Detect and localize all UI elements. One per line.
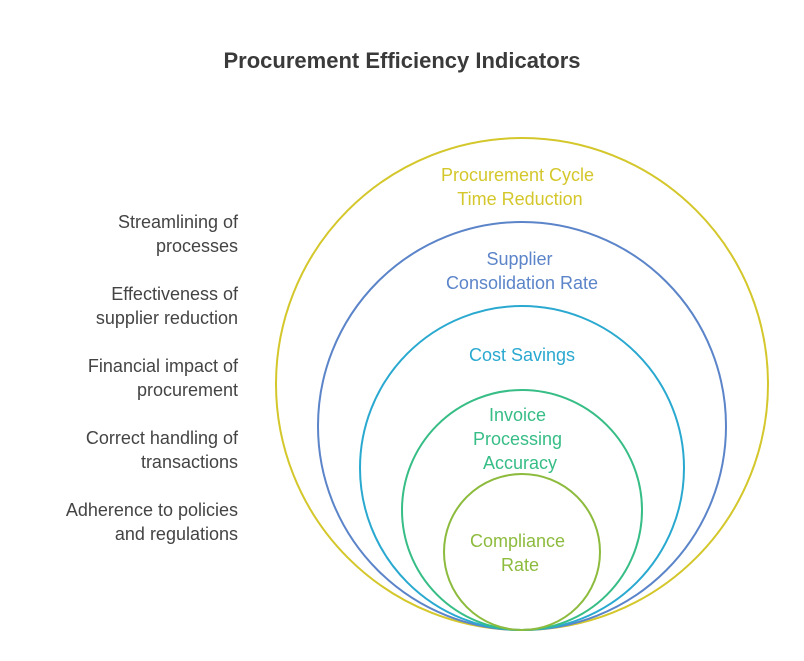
circle-label-line: Compliance bbox=[470, 531, 565, 551]
description-cost-savings: Financial impact of procurement bbox=[8, 354, 238, 402]
circle-label-line: Consolidation Rate bbox=[446, 273, 598, 293]
circle-label-line: Accuracy bbox=[483, 453, 557, 473]
description-line: transactions bbox=[140, 452, 238, 472]
svg-text:Supplier Consolidation R: Supplier Consolidation Rate bbox=[446, 249, 598, 293]
svg-text:Invoice Processing: Invoice Processing Accuracy bbox=[473, 405, 567, 473]
description-supplier-consolidation: Effectiveness of supplier reduction bbox=[8, 282, 238, 330]
svg-text:Compliance Rate: Compliance Rate bbox=[470, 531, 570, 575]
description-line: Adherence to policies bbox=[65, 500, 238, 520]
description-line: procurement bbox=[136, 380, 238, 400]
circle-cycle-time: Procurement Cycle Time Reduction bbox=[275, 137, 769, 631]
description-line: Correct handling of bbox=[85, 428, 238, 448]
description-line: Financial impact of bbox=[87, 356, 238, 376]
circle-label-line: Cost Savings bbox=[469, 345, 575, 365]
description-invoice-accuracy: Correct handling of transactions bbox=[8, 426, 238, 474]
circle-label-line: Procurement Cycle bbox=[441, 165, 594, 185]
description-line: Streamlining of bbox=[117, 212, 238, 232]
circle-label-line: Supplier bbox=[486, 249, 552, 269]
circle-supplier-consolidation: Supplier Consolidation Rate bbox=[317, 221, 727, 631]
svg-text:Procurement Cycle Time R: Procurement Cycle Time Reduction bbox=[441, 165, 599, 209]
description-compliance-rate: Adherence to policies and regulations bbox=[8, 498, 238, 546]
circle-label-line: Invoice bbox=[489, 405, 546, 425]
svg-text:Cost Savings: Cost Savings bbox=[469, 345, 575, 365]
circle-label-line: Processing bbox=[473, 429, 562, 449]
description-cycle-time: Streamlining of processes bbox=[8, 210, 238, 258]
page-title: Procurement Efficiency Indicators bbox=[223, 48, 581, 73]
description-line: and regulations bbox=[114, 524, 238, 544]
description-line: Effectiveness of bbox=[111, 284, 238, 304]
circle-label-line: Time Reduction bbox=[457, 189, 582, 209]
circle-invoice-accuracy: Invoice Processing Accuracy bbox=[401, 389, 643, 631]
description-line: supplier reduction bbox=[95, 308, 238, 328]
circle-compliance-rate: Compliance Rate bbox=[443, 473, 601, 631]
description-line: processes bbox=[155, 236, 238, 256]
circle-label-line: Rate bbox=[501, 555, 539, 575]
